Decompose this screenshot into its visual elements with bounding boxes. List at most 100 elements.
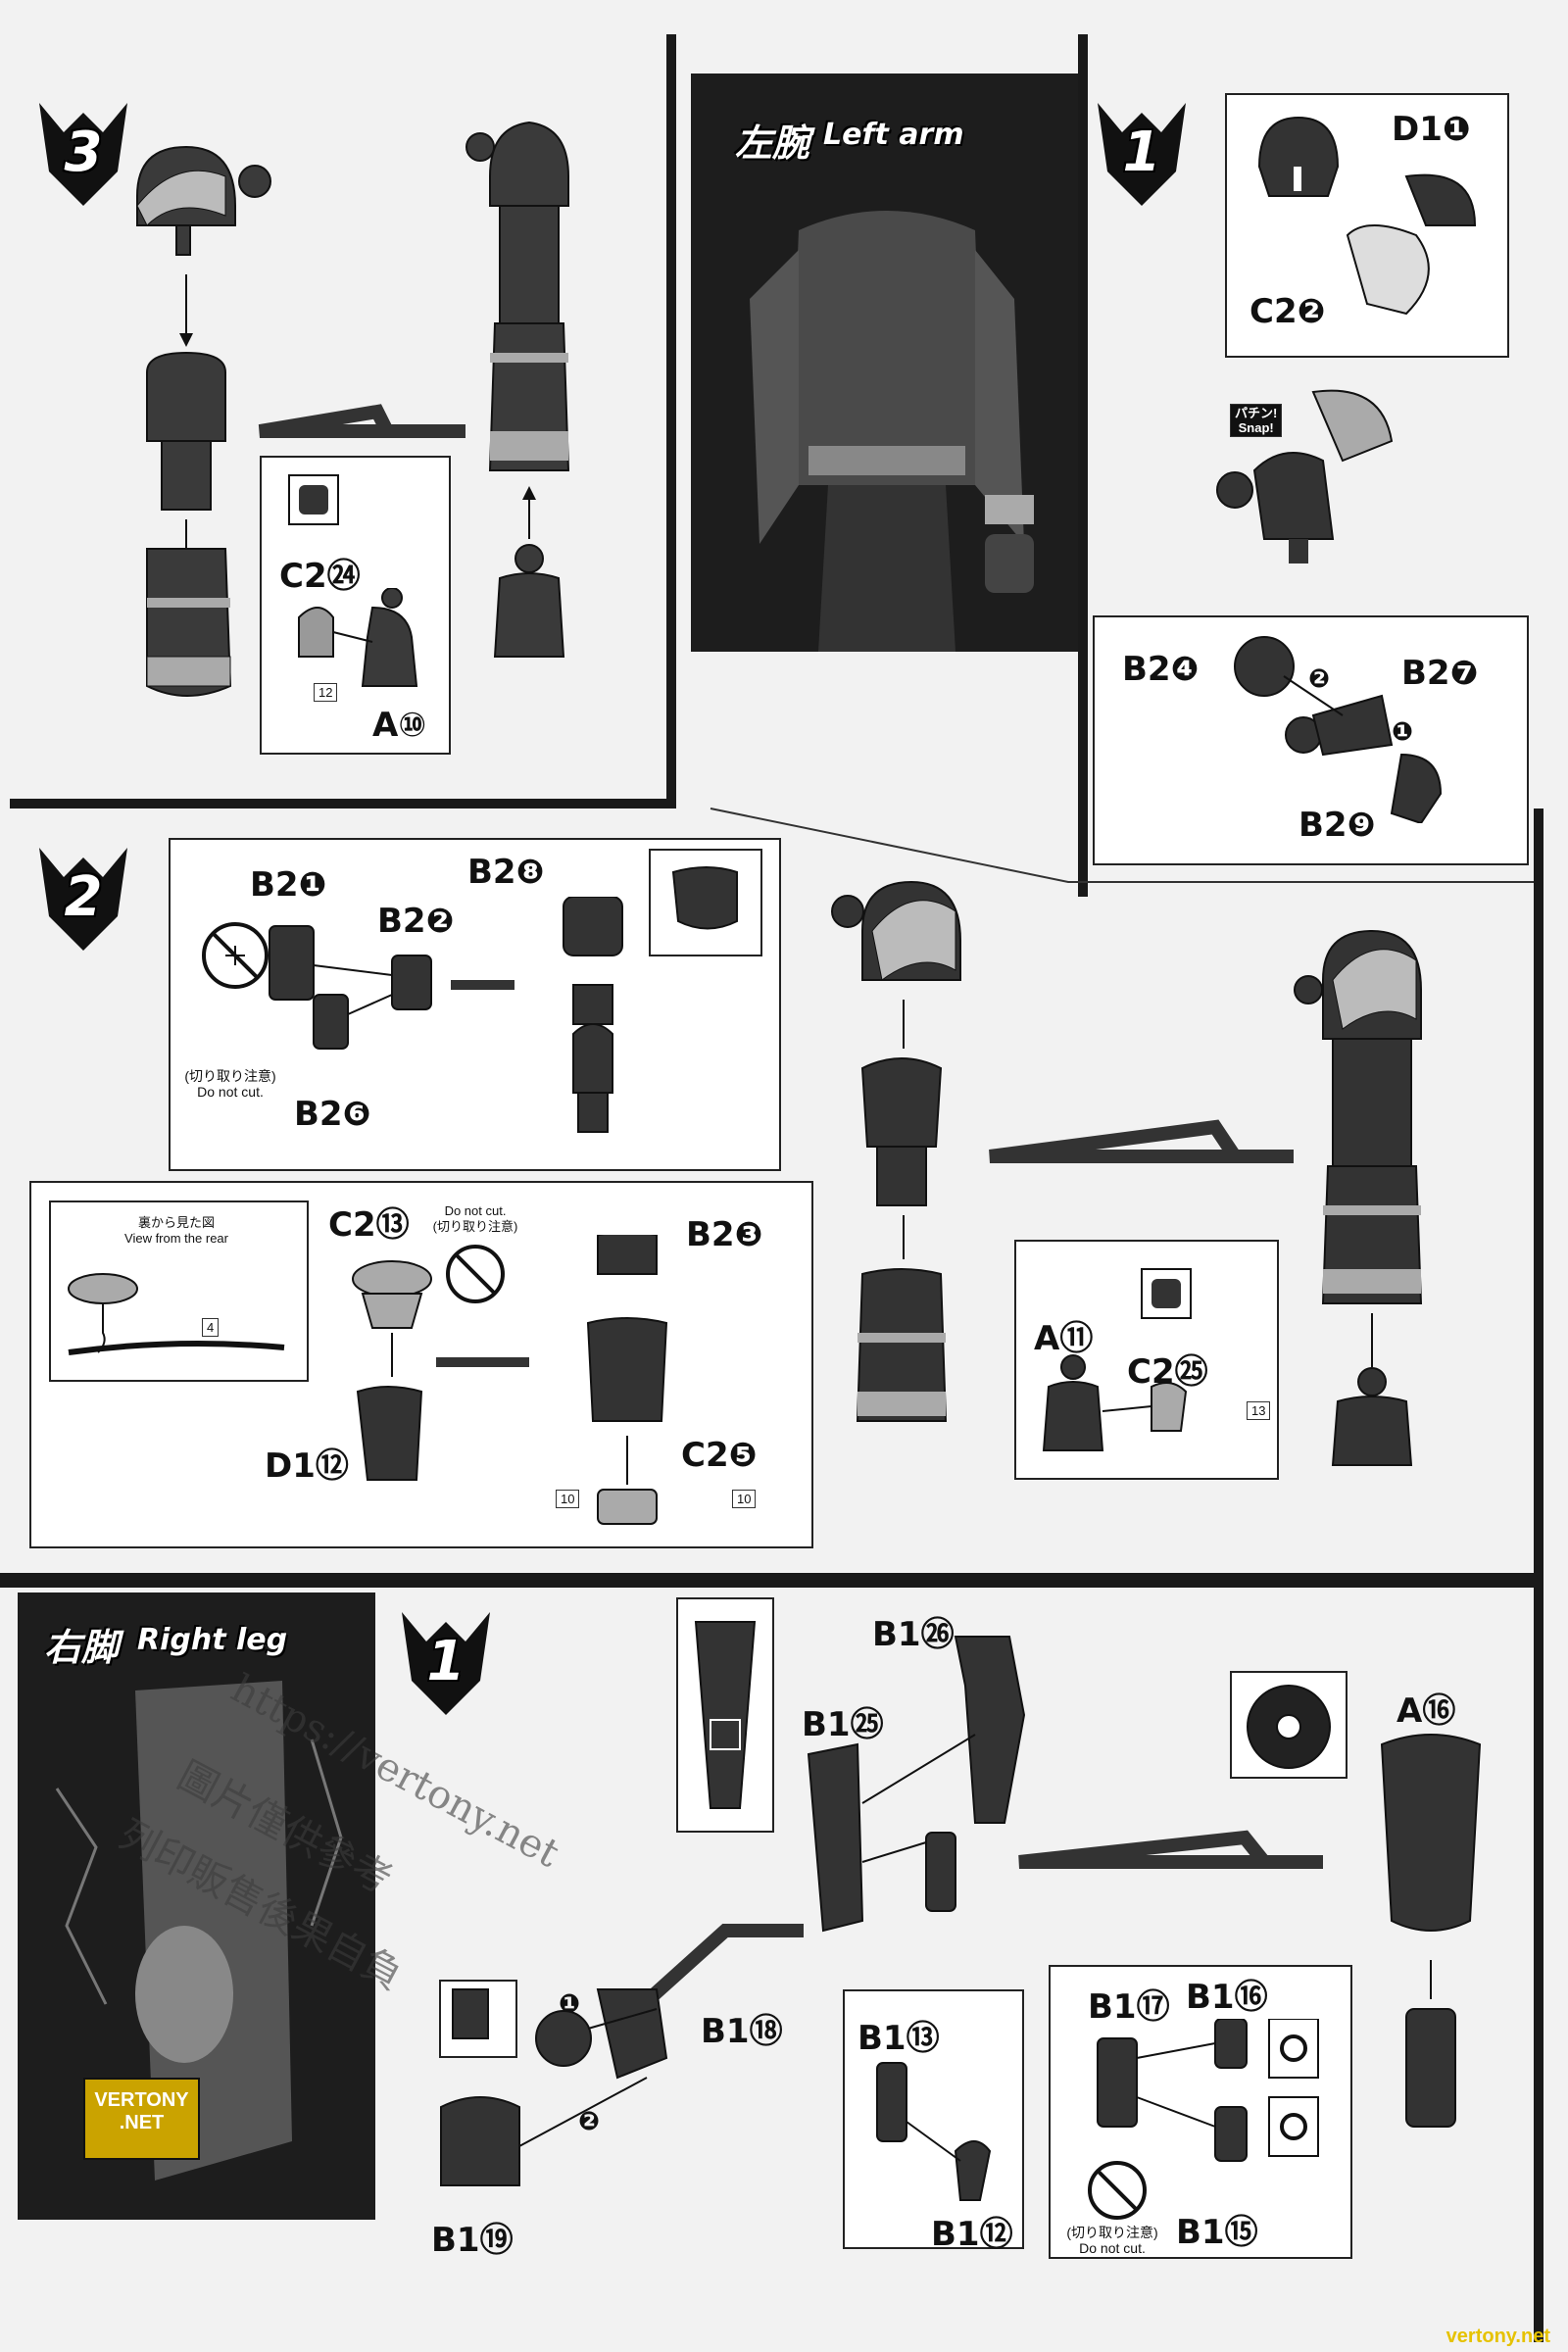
rear-view-illustration <box>68 1273 285 1355</box>
shin-illustration <box>1380 1734 1482 2128</box>
step2-badge: 2 <box>29 838 137 956</box>
step1-arm-frame <box>1078 34 1539 897</box>
step1-leg-badge: 1 <box>392 1602 500 1720</box>
assembly-arrow-2 <box>989 1119 1294 1163</box>
tag-12: 12 <box>314 683 338 702</box>
right-leg-frame <box>0 1578 1544 2342</box>
vertony-logo: VERTONY .NET <box>83 2078 200 2160</box>
part-label-c2-2: C2❷ <box>1250 292 1326 331</box>
part-label-b1-13: B1⑬ <box>858 2019 940 2058</box>
do-not-cut-icon <box>202 922 269 989</box>
shoulder-assembly-illustration <box>1216 389 1394 564</box>
elbow-detail-illustration <box>671 866 738 930</box>
vertony-logo-bottom: .NET <box>119 2112 165 2133</box>
part-label-b1-12: B1⑫ <box>931 2215 1013 2254</box>
do-not-cut-icon-3 <box>1088 2161 1147 2220</box>
part-label-b2-1: B2❶ <box>250 865 327 905</box>
thigh-parts-illustration <box>807 1636 1026 1933</box>
part-label-b2-3: B2❸ <box>686 1215 763 1254</box>
rear-view-jp: 裏から見た図 <box>137 1215 215 1230</box>
rear-view-note: 裏から見た図 View from the rear <box>108 1215 245 1247</box>
part-label-a16: A⑯ <box>1396 1691 1456 1731</box>
step1-arm-badge: 1 <box>1088 93 1196 211</box>
upper-arm-exploded-illustration <box>136 145 271 697</box>
part-label-c2-5: C2❺ <box>681 1436 758 1475</box>
part-label-c2-24: C2㉔ <box>279 557 361 596</box>
tag-4: 4 <box>202 1318 220 1337</box>
part-label-b1-26: B1㉖ <box>872 1615 955 1654</box>
do-not-cut-en-3: Do not cut. <box>1079 2240 1146 2256</box>
assembly-arrow-4 <box>1018 1830 1323 1869</box>
left-arm-title-jp: 左腕 <box>735 122 810 165</box>
knee-inner-view <box>1247 1685 1331 1769</box>
tag-10-right: 10 <box>732 1490 757 1508</box>
leg-photo-illustration <box>18 1592 375 2220</box>
rear-view-en: View from the rear <box>124 1231 228 1246</box>
snap-label: パチン! Snap! <box>1230 404 1283 437</box>
part-label-a10: A⑩ <box>372 706 427 745</box>
arm-sequence-illustration <box>831 880 961 1422</box>
step3-badge: 3 <box>29 93 137 211</box>
do-not-cut-note: (切り取り注意) Do not cut. <box>176 1068 284 1100</box>
part-label-a11: A⑪ <box>1034 1319 1094 1358</box>
arm-order-2: ❷ <box>1308 664 1331 694</box>
assembly-arrow <box>258 404 466 438</box>
step-number: 1 <box>426 1630 466 1693</box>
step3-frame <box>10 34 676 808</box>
part-label-b2-2: B2❷ <box>377 902 455 941</box>
ankle-callout-panel <box>843 1989 1024 2249</box>
sticker-icon-2 <box>1141 1268 1192 1319</box>
part-label-b1-19: B1⑲ <box>431 2221 514 2260</box>
part-label-c2-13: C2⑬ <box>328 1205 410 1245</box>
elbow-parts-illustration <box>269 897 623 1133</box>
assembled-arm-illustration <box>466 121 570 658</box>
left-arm-title-en: Left arm <box>823 118 964 152</box>
step-badge-icon <box>402 1612 490 1715</box>
part-label-b1-15: B1⑮ <box>1176 2213 1258 2252</box>
snap-en: Snap! <box>1238 420 1274 435</box>
do-not-cut-jp-3: (切り取り注意) <box>1066 2225 1158 2240</box>
part-label-b2-6: B2❻ <box>294 1095 371 1134</box>
do-not-cut-note-2: Do not cut. (切り取り注意) <box>421 1203 529 1235</box>
shoulder-inner-view <box>1257 116 1340 197</box>
part-label-b2-9: B2❾ <box>1298 806 1376 845</box>
ankle-parts-illustration <box>876 2062 992 2201</box>
assembly-arrow-3 <box>622 1924 804 2025</box>
tag-13: 13 <box>1247 1401 1271 1420</box>
shoulder-joint-parts-illustration <box>1234 636 1443 823</box>
part-label-d1-12: D1⑫ <box>265 1446 349 1486</box>
step-badge-icon <box>1098 103 1186 206</box>
right-leg-title-jp: 右脚 <box>44 1626 120 1669</box>
figure-photo-illustration <box>691 74 1078 652</box>
do-not-cut-jp-2: (切り取り注意) <box>432 1219 518 1234</box>
leg-order-2: ❷ <box>578 2107 601 2136</box>
footer-site-url: vertony.net <box>1446 2326 1550 2347</box>
tag-10-left: 10 <box>556 1490 580 1508</box>
thigh-detail-illustration <box>694 1621 757 1809</box>
shoulder-parts-illustration <box>1346 173 1477 316</box>
step-badge-icon <box>39 103 127 206</box>
part-label-b2-8: B2❽ <box>467 853 545 892</box>
vertony-logo-top: VERTONY <box>94 2089 189 2111</box>
do-not-cut-en: Do not cut. <box>197 1084 264 1100</box>
part-label-b1-18: B1⑱ <box>701 2012 783 2051</box>
step-number: 3 <box>64 121 103 184</box>
do-not-cut-jp: (切り取り注意) <box>184 1068 276 1084</box>
do-not-cut-en-2: Do not cut. <box>444 1203 507 1218</box>
snap-jp: パチン! <box>1235 406 1278 420</box>
sticker-icon <box>288 474 339 525</box>
do-not-cut-icon-2 <box>446 1245 505 1303</box>
part-label-d1-1: D1❶ <box>1392 110 1471 149</box>
knee-parts-illustration <box>440 1988 668 2186</box>
step-number: 1 <box>1122 121 1161 184</box>
step-number: 2 <box>64 865 103 929</box>
assembled-arm-step2-illustration <box>1294 929 1423 1466</box>
do-not-cut-note-3: (切り取り注意) Do not cut. <box>1058 2225 1166 2256</box>
right-leg-title-en: Right leg <box>137 1623 288 1657</box>
hand-parts-illustration <box>1042 1354 1188 1451</box>
part-label-b1-17: B1⑰ <box>1088 1987 1170 2027</box>
arm-order-1: ❶ <box>1392 717 1414 747</box>
part-label-b2-4: B2❹ <box>1122 650 1200 689</box>
callout-connector-lines <box>710 808 1534 883</box>
